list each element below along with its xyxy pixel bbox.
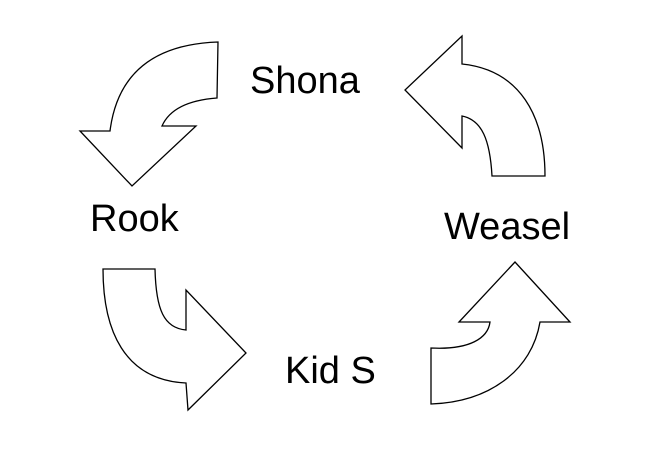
arrow-kids-to-weasel <box>430 261 572 405</box>
node-label-weasel: Weasel <box>444 206 571 248</box>
arrow-shona-to-rook <box>78 41 219 187</box>
node-label-rook: Rook <box>90 198 179 240</box>
node-label-kids: Kid S <box>285 350 376 392</box>
node-label-shona: Shona <box>250 60 360 102</box>
arrow-weasel-to-shona <box>404 34 546 177</box>
arrow-rook-to-kids <box>102 268 247 412</box>
